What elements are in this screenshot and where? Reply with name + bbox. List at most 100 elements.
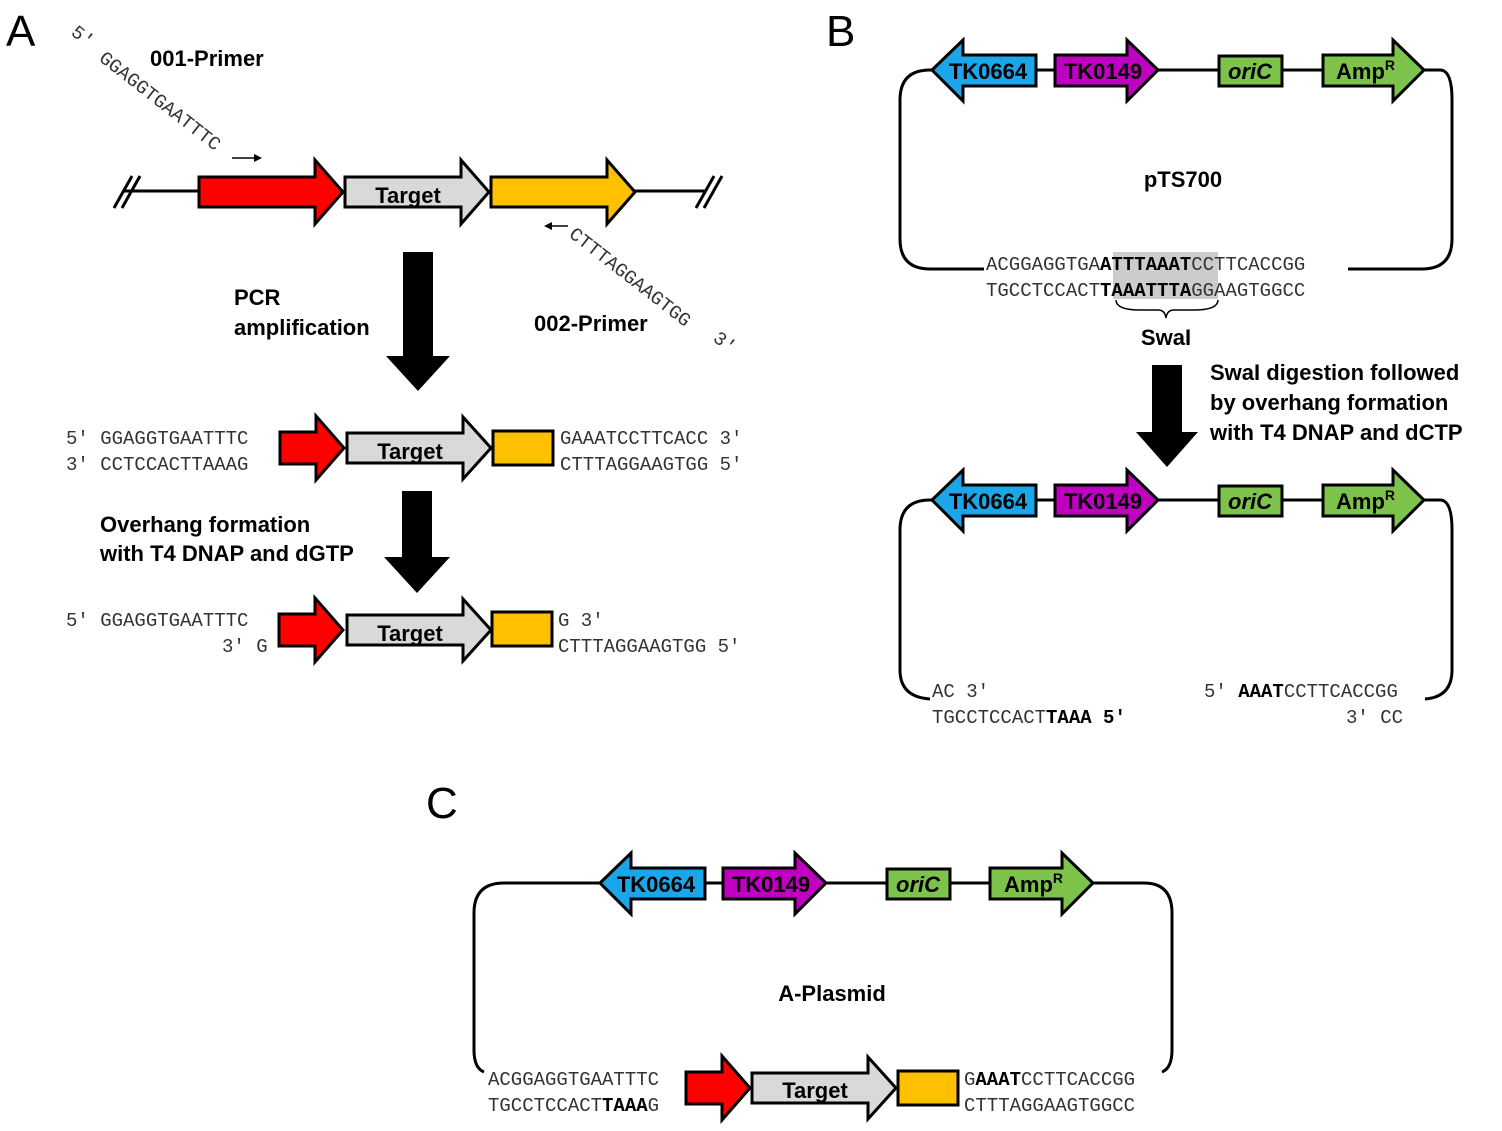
c-left-top: ACGGAGGTGAATTTC xyxy=(488,1069,659,1091)
panel-a: A 5′ GGAGGTGAATTTC 001-Primer Target CTT… xyxy=(6,7,742,666)
tk0149-gene-arrow-3 xyxy=(721,849,829,918)
swai-brace xyxy=(1115,299,1219,319)
b-step-line1: SwaI digestion followed xyxy=(1210,360,1459,385)
pcr-target-arrow xyxy=(345,413,494,483)
break-mark-right-1 xyxy=(694,175,716,209)
cut-left-bottom-2: TAAA 5′ xyxy=(1046,707,1126,729)
tk0149-label-3: TK0149 xyxy=(732,872,810,897)
c-right-top: GAAATCCTTCACCGG xyxy=(964,1069,1135,1091)
cut-right-top-2: AAAT xyxy=(1238,681,1284,703)
ampr-label-3: AmpR xyxy=(1004,870,1063,897)
primer2-prime3: 3′ xyxy=(708,327,740,358)
pts700-seq-top: ACGGAGGTGAATTTAAATCCTTCACCGG xyxy=(986,254,1305,276)
pts700-seq-top-2: ATTTAAAT xyxy=(1100,254,1191,276)
tk0664-label-3: TK0664 xyxy=(617,872,696,897)
oh-seq-top-right: G 3′ xyxy=(558,610,604,632)
oh-upstream-arrow xyxy=(277,594,345,666)
ampr-gene-arrow-3 xyxy=(988,849,1096,918)
tk0149-label-2: TK0149 xyxy=(1064,489,1142,514)
pcr-seq-top-right: GAAATCCTTCACC 3′ xyxy=(560,428,742,450)
primer1-prime5: 5′ xyxy=(66,21,98,52)
pts700-seq-top-1: ACGGAGGTGA xyxy=(986,254,1101,276)
pts700-seq-top-3: CCTTCACCGG xyxy=(1191,254,1305,276)
target-label: Target xyxy=(375,183,441,208)
panel-b-label: B xyxy=(826,7,855,56)
tk0149-gene-arrow xyxy=(1053,36,1161,105)
tk0149-label: TK0149 xyxy=(1064,59,1142,84)
tk0664-label-2: TK0664 xyxy=(949,489,1028,514)
amp-superscript: R xyxy=(1385,57,1395,73)
oh-target-label: Target xyxy=(377,621,443,646)
c-right-bottom: CTTTAGGAAGTGGCC xyxy=(964,1095,1135,1117)
c-target-arrow xyxy=(750,1053,899,1123)
primer1-arrowhead xyxy=(254,154,262,162)
oh-target-arrow xyxy=(345,595,494,665)
cut-right-top-1: 5′ xyxy=(1204,681,1238,703)
c-right-top-1: G xyxy=(964,1069,975,1091)
primer2-name: 002-Primer xyxy=(534,311,648,336)
plasmid-b-name: pTS700 xyxy=(1144,167,1222,192)
swai-step-arrow xyxy=(1136,365,1198,467)
step2-line1: Overhang formation xyxy=(100,512,310,537)
c-left-bottom-1: TGCCTCCACT xyxy=(488,1095,602,1117)
panel-a-label: A xyxy=(6,7,36,56)
amp-superscript-2: R xyxy=(1385,487,1395,503)
upstream-gene-arrow xyxy=(197,156,345,228)
downstream-gene-arrow xyxy=(489,156,637,228)
oric-box-2 xyxy=(1217,484,1284,518)
oh-seq-bottom-right: CTTTAGGAAGTGG 5′ xyxy=(558,636,740,658)
break-mark-right-2 xyxy=(702,175,724,209)
oh-seq-bottom-left: 3′ G xyxy=(222,636,268,658)
a-plasmid-backbone xyxy=(472,881,1174,1074)
c-upstream-arrow xyxy=(684,1052,752,1124)
tk0664-gene-arrow-2 xyxy=(929,466,1038,535)
oh-seq-top-left: 5′ GGAGGTGAATTTC xyxy=(66,610,248,632)
pcr-seq-bottom-left: 3′ CCTCCACTTAAAG xyxy=(66,454,248,476)
cut-left-top: AC 3′ xyxy=(932,681,989,703)
cut-plasmid-backbone xyxy=(898,498,1454,701)
pcr-seq-top-left: 5′ GGAGGTGAATTTC xyxy=(66,428,248,450)
pts700-seq-bottom-3: GGAAGTGGCC xyxy=(1191,280,1305,302)
panel-c: C TK0664 TK0149 oriC AmpR A-Plasmid ACGG… xyxy=(426,779,1174,1124)
step1-line2: amplification xyxy=(234,315,370,340)
ampr-label-2: AmpR xyxy=(1336,487,1395,514)
pcr-target-label: Target xyxy=(377,439,443,464)
c-left-bottom-3: G xyxy=(648,1095,659,1117)
pcr-seq-bottom-right: CTTTAGGAAGTGG 5′ xyxy=(560,454,742,476)
cut-right-top: 5′ AAATCCTTCACCGG xyxy=(1204,681,1398,703)
pts700-seq-bottom-2: TAAATTTA xyxy=(1100,280,1192,302)
c-right-top-2: AAAT xyxy=(975,1069,1021,1091)
target-gene-arrow xyxy=(343,156,491,228)
primer2-arrowhead xyxy=(544,222,552,230)
tk0664-label: TK0664 xyxy=(949,59,1028,84)
oric-box-3 xyxy=(885,867,952,901)
c-left-bottom-2: TAAA xyxy=(602,1095,648,1117)
primer1-name: 001-Primer xyxy=(150,46,264,71)
swai-label: SwaI xyxy=(1141,325,1191,350)
ampr-gene-arrow xyxy=(1321,36,1427,105)
amp-text-3: Amp xyxy=(1004,872,1053,897)
panel-b: B TK0664 TK0149 oriC AmpR pTS700 ACGGAGG… xyxy=(826,7,1463,729)
oric-label-3: oriC xyxy=(896,872,941,897)
oric-box xyxy=(1217,54,1284,88)
plasmid-c-name: A-Plasmid xyxy=(778,981,886,1006)
c-left-bottom: TGCCTCCACTTAAAG xyxy=(488,1095,659,1117)
amp-text-2: Amp xyxy=(1336,489,1385,514)
step2-line2: with T4 DNAP and dGTP xyxy=(99,541,354,566)
c-target-label: Target xyxy=(782,1078,848,1103)
c-downstream-box xyxy=(896,1069,960,1107)
pcr-downstream-box xyxy=(491,429,555,467)
pts700-seq-bottom-1: TGCCTCCACT xyxy=(986,280,1100,302)
oh-downstream-box xyxy=(490,610,554,648)
amp-superscript-3: R xyxy=(1053,870,1063,886)
overhang-step-arrow xyxy=(384,491,450,593)
cut-left-bottom: TGCCTCCACTTAAA 5′ xyxy=(932,707,1126,729)
b-step-line3: with T4 DNAP and dCTP xyxy=(1209,420,1463,445)
ampr-gene-arrow-2 xyxy=(1321,466,1427,535)
tk0149-gene-arrow-2 xyxy=(1053,466,1161,535)
cut-left-bottom-1: TGCCTCCACT xyxy=(932,707,1046,729)
break-mark-left-2 xyxy=(120,175,142,209)
break-mark-left-1 xyxy=(112,175,134,209)
amp-text: Amp xyxy=(1336,59,1385,84)
oric-label-2: oriC xyxy=(1228,489,1273,514)
